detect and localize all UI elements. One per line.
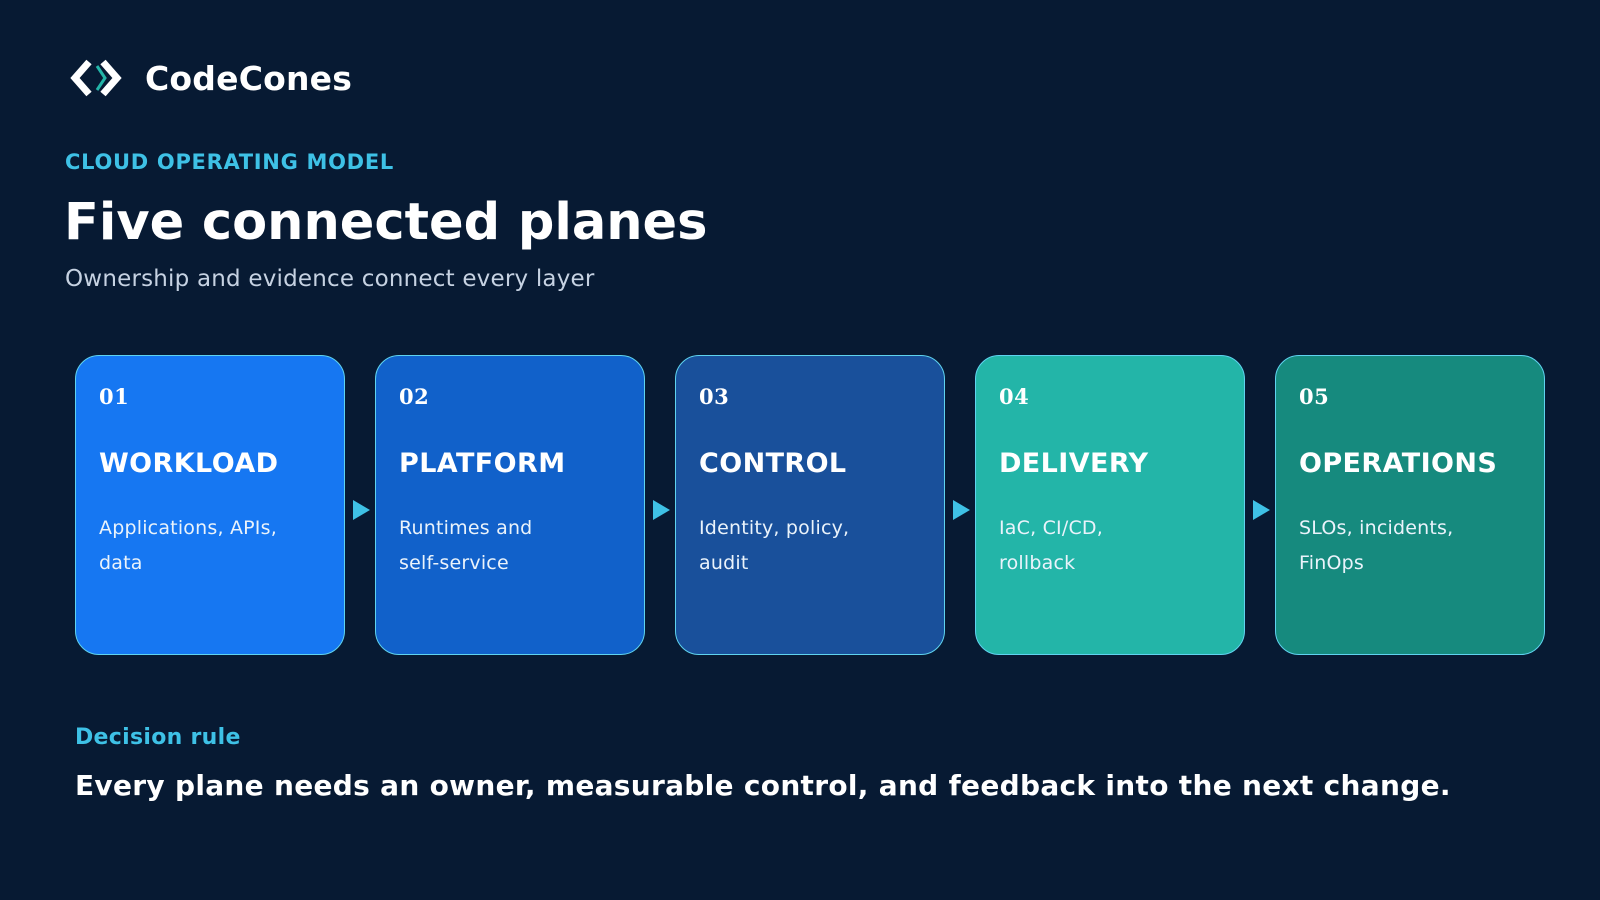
plane-description-line: rollback <box>999 552 1076 574</box>
plane-number: 04 <box>999 384 1030 409</box>
plane-description-line: audit <box>699 552 749 574</box>
plane-title: WORKLOAD <box>99 448 279 479</box>
arrow-icon <box>653 500 670 520</box>
code-brackets-icon <box>70 59 122 97</box>
plane-description: Applications, APIs, data <box>99 511 299 581</box>
plane-title: DELIVERY <box>999 448 1149 479</box>
plane-description-line: data <box>99 552 143 574</box>
plane-description-line: SLOs, incidents, <box>1299 517 1454 539</box>
page-title: Five connected planes <box>64 193 708 252</box>
plane-description-line: Runtimes and <box>399 517 533 539</box>
plane-card-operations: 05 OPERATIONS SLOs, incidents, FinOps <box>1275 355 1545 655</box>
arrow-icon <box>1253 500 1270 520</box>
brand: CodeCones <box>70 56 352 100</box>
plane-description: IaC, CI/CD, rollback <box>999 511 1199 581</box>
decision-rule-label: Decision rule <box>75 725 241 750</box>
arrow-icon <box>953 500 970 520</box>
plane-description-line: self-service <box>399 552 509 574</box>
plane-description-line: Identity, policy, <box>699 517 850 539</box>
plane-title: CONTROL <box>699 448 847 479</box>
plane-description-line: FinOps <box>1299 552 1364 574</box>
plane-number: 02 <box>399 384 430 409</box>
plane-description: SLOs, incidents, FinOps <box>1299 511 1499 581</box>
plane-number: 01 <box>99 384 130 409</box>
decision-rule-text: Every plane needs an owner, measurable c… <box>75 769 1451 802</box>
plane-title: OPERATIONS <box>1299 448 1498 479</box>
plane-description: Identity, policy, audit <box>699 511 899 581</box>
plane-card-control: 03 CONTROL Identity, policy, audit <box>675 355 945 655</box>
plane-card-platform: 02 PLATFORM Runtimes and self-service <box>375 355 645 655</box>
brand-name: CodeCones <box>145 59 353 98</box>
plane-description: Runtimes and self-service <box>399 511 599 581</box>
plane-card-workload: 01 WORKLOAD Applications, APIs, data <box>75 355 345 655</box>
page-subtitle: Ownership and evidence connect every lay… <box>65 266 595 292</box>
plane-description-line: IaC, CI/CD, <box>999 517 1104 539</box>
arrow-icon <box>353 500 370 520</box>
plane-number: 03 <box>699 384 730 409</box>
plane-number: 05 <box>1299 384 1330 409</box>
plane-title: PLATFORM <box>399 448 566 479</box>
section-eyebrow: CLOUD OPERATING MODEL <box>65 150 394 174</box>
plane-description-line: Applications, APIs, <box>99 517 277 539</box>
plane-card-delivery: 04 DELIVERY IaC, CI/CD, rollback <box>975 355 1245 655</box>
